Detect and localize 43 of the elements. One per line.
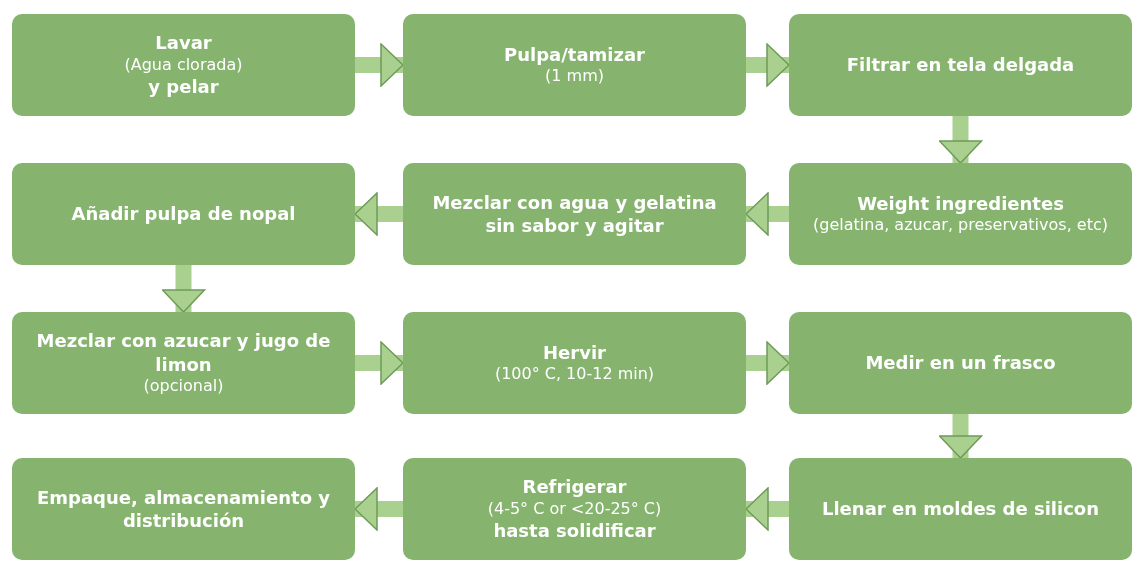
arrow [745,192,789,236]
arrow [355,43,404,87]
step-text: Weight ingredientes [857,191,1064,216]
process-box [403,312,746,414]
process-box [12,458,355,560]
step-text: Lavar [155,31,212,55]
arrow [161,265,206,313]
step-text: (100° C, 10-12 min) [494,364,655,386]
step-text: Llenar en moldes de silicon [821,497,1099,521]
step-text: Empaque, almacenamiento y distribución [35,485,332,533]
step-text: Refrigerar [522,475,627,499]
step-text: (4-5° C or <20-25° C) [487,498,662,520]
step-text: Medir en un frasco [865,351,1056,375]
arrow [354,487,403,531]
step-text: Mezclar con agua y gelatina sin sabor y agitar [431,190,718,238]
arrow [746,341,790,385]
process-box [12,14,355,116]
step-text: (gelatina, azucar, preservativos, etc) [813,215,1108,237]
process-box [789,458,1132,560]
step-text: Filtrar en tela delgada [846,53,1075,77]
process-box [789,163,1132,265]
step-text: (1 mm) [545,66,604,88]
process-box [12,312,355,414]
process-box [403,163,746,265]
arrow [938,414,983,459]
arrow [354,192,403,236]
arrow [938,116,983,164]
process-box [403,14,746,116]
process-box [789,14,1132,116]
step-text: Añadir pulpa de nopal [71,202,296,226]
arrow [355,341,404,385]
step-text: (opcional) [143,376,224,397]
arrow [745,487,789,531]
arrow [746,43,790,87]
process-box [403,458,746,560]
step-text: hasta solidificar [493,519,656,543]
step-text: Mezclar con azucar y jugo de limon [35,329,332,376]
process-box [789,312,1132,414]
step-text: Pulpa/tamizar [504,42,645,67]
step-text: Hervir [543,340,606,365]
step-text: y pelar [148,75,219,99]
step-text: (Agua clorada) [124,54,243,76]
process-box [12,163,355,265]
